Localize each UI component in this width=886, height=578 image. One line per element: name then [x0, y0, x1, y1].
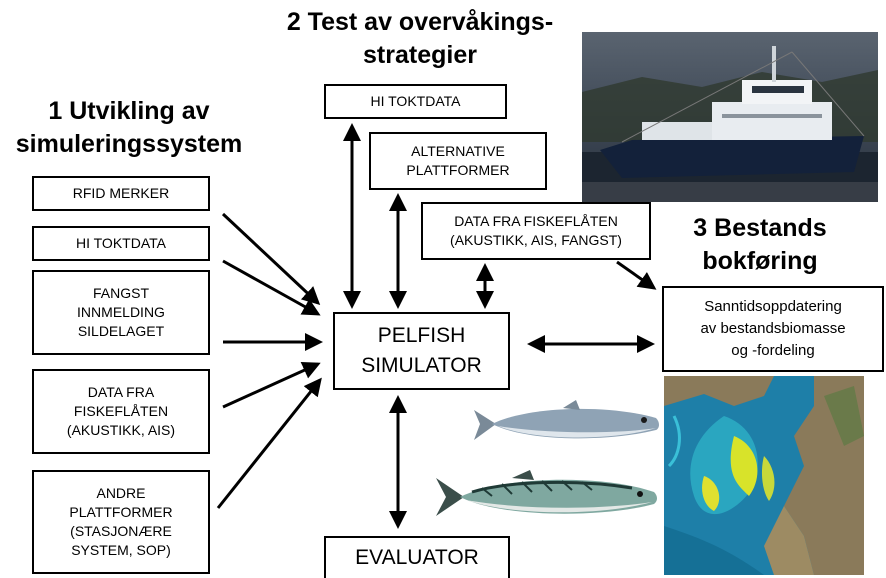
box-sanntidsoppdatering: Sanntidsoppdatering av bestandsbiomasse … — [662, 286, 884, 372]
box-line: (STASJONÆRE — [70, 523, 172, 539]
arrow-andre-to-simulator — [216, 377, 322, 509]
box-line: Sanntidsoppdatering — [704, 298, 842, 315]
box-line: og -fordeling — [731, 342, 815, 359]
heading-line: 1 Utvikling av — [48, 97, 210, 125]
box-hi-toktdata-left: HI TOKTDATA — [32, 226, 210, 261]
heading-line: 2 Test av overvåkings- — [286, 8, 554, 36]
box-line: HI TOKTDATA — [76, 235, 166, 251]
arrow-hitokt-to-simulator — [222, 259, 321, 316]
box-line: ALTERNATIVE — [411, 143, 505, 159]
box-line: ANDRE — [96, 485, 146, 501]
biomass-map — [664, 376, 864, 575]
box-data-fra-fiskeflaten-left: DATA FRA FISKEFLÅTEN (AKUSTIKK, AIS) — [32, 369, 210, 454]
heading-simulation-system: 1 Utvikling av simuleringssystem — [0, 95, 258, 161]
arrow-fiskeflaten-to-simulator — [222, 361, 321, 409]
box-line: RFID MERKER — [72, 185, 170, 201]
arrow-fiskeflaten-to-output — [616, 260, 657, 290]
box-line: HI TOKTDATA — [370, 93, 461, 109]
box-line: SILDELAGET — [77, 323, 165, 339]
herring-image — [474, 400, 659, 440]
box-line: (AKUSTIKK, AIS) — [66, 422, 176, 438]
box-alternative-plattformer: ALTERNATIVE PLATTFORMER — [369, 132, 547, 190]
heading-line: 3 Bestands — [693, 214, 827, 242]
heading-stock-accounting: 3 Bestands bokføring — [670, 212, 850, 278]
box-line: PLATTFORMER — [69, 504, 173, 520]
heading-line: strategier — [363, 41, 477, 69]
box-line: DATA FRA — [87, 384, 155, 400]
box-pelfish-simulator: PELFISH SIMULATOR — [333, 312, 510, 390]
box-line: EVALUATOR — [355, 546, 479, 569]
vessel-photo — [582, 32, 878, 202]
box-hi-toktdata-top: HI TOKTDATA — [324, 84, 507, 119]
heading-line: bokføring — [702, 247, 818, 275]
box-fangst-innmelding: FANGST INNMELDING SILDELAGET — [32, 270, 210, 355]
box-line: av bestandsbiomasse — [700, 320, 846, 337]
heading-line: simuleringssystem — [15, 130, 243, 158]
mackerel-image — [436, 470, 657, 516]
box-line: (AKUSTIKK, AIS, FANGST) — [450, 232, 622, 248]
box-line: SYSTEM, SOP) — [71, 542, 171, 558]
box-data-fra-fiskeflaten-top: DATA FRA FISKEFLÅTEN (AKUSTIKK, AIS, FAN… — [421, 202, 651, 260]
box-line: DATA FRA FISKEFLÅTEN — [454, 213, 618, 229]
arrow-rfid-to-simulator — [221, 212, 321, 306]
heading-monitoring-strategies: 2 Test av overvåkings- strategier — [270, 6, 570, 72]
box-line: SIMULATOR — [361, 354, 482, 377]
box-line: PLATTFORMER — [406, 162, 510, 178]
box-line: FANGST — [92, 285, 149, 301]
box-line: INNMELDING — [77, 304, 165, 320]
box-andre-plattformer: ANDRE PLATTFORMER (STASJONÆRE SYSTEM, SO… — [32, 470, 210, 574]
box-line: PELFISH — [377, 324, 466, 347]
box-evaluator: EVALUATOR — [324, 536, 510, 578]
box-line: FISKEFLÅTEN — [73, 403, 169, 419]
box-rfid-merker: RFID MERKER — [32, 176, 210, 211]
